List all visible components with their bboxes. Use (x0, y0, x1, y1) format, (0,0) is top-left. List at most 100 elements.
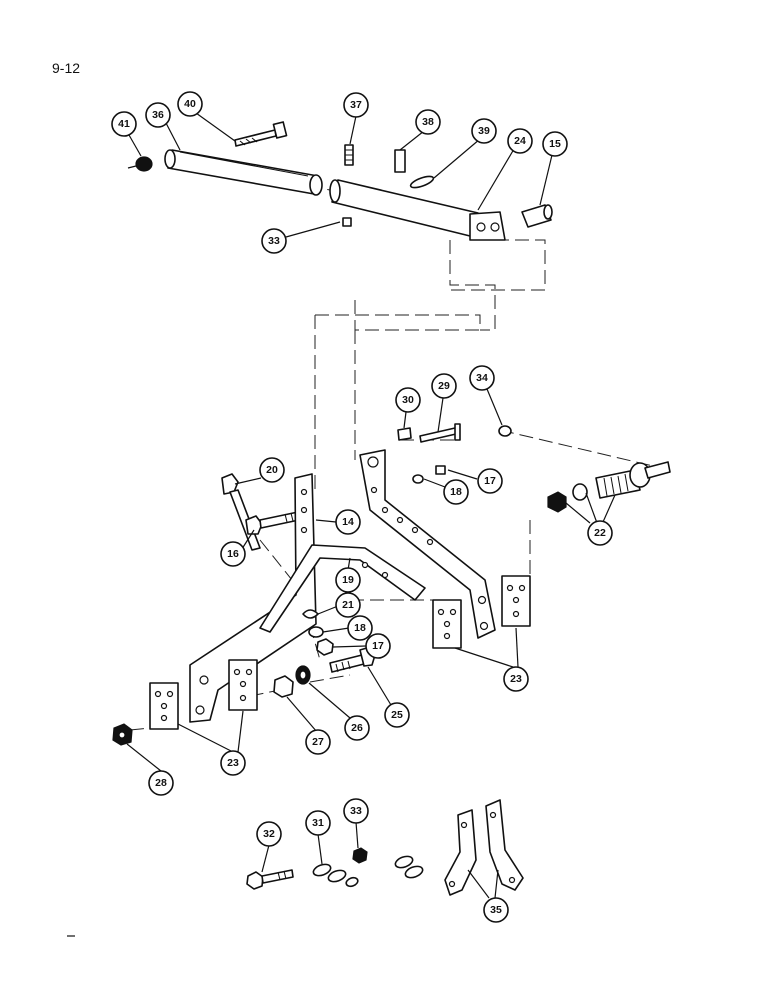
part-35-brackets (444, 799, 524, 896)
callout-29: 29 (431, 373, 457, 399)
callout-17-lower-label: 17 (372, 640, 384, 652)
part-36-tube (164, 149, 323, 196)
callout-23-right-label: 23 (510, 673, 522, 685)
callout-33-upper: 33 (261, 228, 287, 254)
callout-25: 25 (384, 702, 410, 728)
part-29-clevis-pin (419, 423, 461, 443)
callout-20: 20 (259, 457, 285, 483)
callout-32-label: 32 (263, 828, 275, 840)
part-22-pin-assembly (547, 461, 671, 513)
callout-16-label: 16 (227, 548, 239, 560)
callout-24: 24 (507, 128, 533, 154)
callout-32: 32 (256, 821, 282, 847)
part-23-plate-a (149, 682, 179, 730)
callout-21-label: 21 (342, 599, 354, 611)
part-17-nut-lower (316, 638, 334, 656)
callout-38: 38 (415, 109, 441, 135)
callout-24-label: 24 (514, 135, 526, 147)
callout-37-label: 37 (350, 99, 362, 111)
part-33-nut-upper (342, 217, 352, 227)
part-19-brace (259, 544, 426, 633)
callout-23-right: 23 (503, 666, 529, 692)
callout-40-label: 40 (184, 98, 196, 110)
part-33-nut-lower (352, 847, 368, 864)
part-17-nut-upper (435, 465, 446, 475)
callout-18-upper-label: 18 (450, 486, 462, 498)
part-41-nut (127, 156, 153, 172)
callout-37: 37 (343, 92, 369, 118)
part-20-bolt (221, 473, 261, 551)
callout-28: 28 (148, 770, 174, 796)
part-24-tube (329, 179, 506, 241)
part-23-plate-c (432, 599, 462, 649)
part-31-chain (312, 855, 424, 888)
callout-34: 34 (469, 365, 495, 391)
callout-39-label: 39 (478, 125, 490, 137)
callout-23-left: 23 (220, 750, 246, 776)
callout-26-label: 26 (351, 722, 363, 734)
callout-23-left-label: 23 (227, 757, 239, 769)
callout-36-label: 36 (152, 109, 164, 121)
callout-18-lower: 18 (347, 615, 373, 641)
part-14-bracket-right (359, 449, 496, 639)
part-18-washer-upper (412, 474, 424, 484)
part-32-bolt (246, 869, 294, 890)
callout-17-lower: 17 (365, 633, 391, 659)
callout-36: 36 (145, 102, 171, 128)
part-27-nut (273, 675, 294, 698)
part-16-bolt (245, 511, 300, 535)
callout-22-label: 22 (594, 527, 606, 539)
callout-17-upper-label: 17 (484, 475, 496, 487)
assembly-dash-lines (129, 159, 671, 731)
callout-21: 21 (335, 592, 361, 618)
part-34-clip (498, 425, 512, 437)
callout-30: 30 (395, 387, 421, 413)
callout-22: 22 (587, 520, 613, 546)
part-28-nut (112, 723, 133, 746)
callout-18-upper: 18 (443, 479, 469, 505)
callout-14-label: 14 (342, 516, 354, 528)
callout-19-label: 19 (342, 574, 354, 586)
part-39-cotter (409, 175, 435, 189)
callout-34-label: 34 (476, 372, 488, 384)
part-37-pin (344, 144, 354, 166)
callout-29-label: 29 (438, 380, 450, 392)
callout-40: 40 (177, 91, 203, 117)
callout-17-upper: 17 (477, 468, 503, 494)
part-26-washer (295, 665, 311, 685)
callout-33-lower: 33 (343, 798, 369, 824)
callout-28-label: 28 (155, 777, 167, 789)
callout-41-label: 41 (118, 118, 130, 130)
callout-39: 39 (471, 118, 497, 144)
callout-41: 41 (111, 111, 137, 137)
callout-38-label: 38 (422, 116, 434, 128)
part-23-plate-d (501, 575, 531, 627)
leader-lines (126, 112, 616, 899)
callout-27: 27 (305, 729, 331, 755)
callout-33-upper-label: 33 (268, 235, 280, 247)
callout-15: 15 (542, 131, 568, 157)
callout-30-label: 30 (402, 394, 414, 406)
callout-26: 26 (344, 715, 370, 741)
callout-27-label: 27 (312, 736, 324, 748)
page-number: 9-12 (52, 60, 81, 76)
callout-20-label: 20 (266, 464, 278, 476)
callout-31: 31 (305, 810, 331, 836)
part-21-washer (302, 609, 319, 619)
callout-19: 19 (335, 567, 361, 593)
part-30-pin (397, 427, 412, 441)
callout-35-label: 35 (490, 904, 502, 916)
callout-18-lower-label: 18 (354, 622, 366, 634)
part-38-pin (394, 149, 406, 173)
callout-35: 35 (483, 897, 509, 923)
callout-15-label: 15 (549, 138, 561, 150)
callout-33-lower-label: 33 (350, 805, 362, 817)
callout-25-label: 25 (391, 709, 403, 721)
callout-16: 16 (220, 541, 246, 567)
part-18-washer-lower (308, 626, 324, 638)
callout-31-label: 31 (312, 817, 324, 829)
part-15-bushing (521, 204, 553, 228)
part-40-screw (234, 121, 288, 147)
part-23-plate-b (228, 659, 258, 711)
